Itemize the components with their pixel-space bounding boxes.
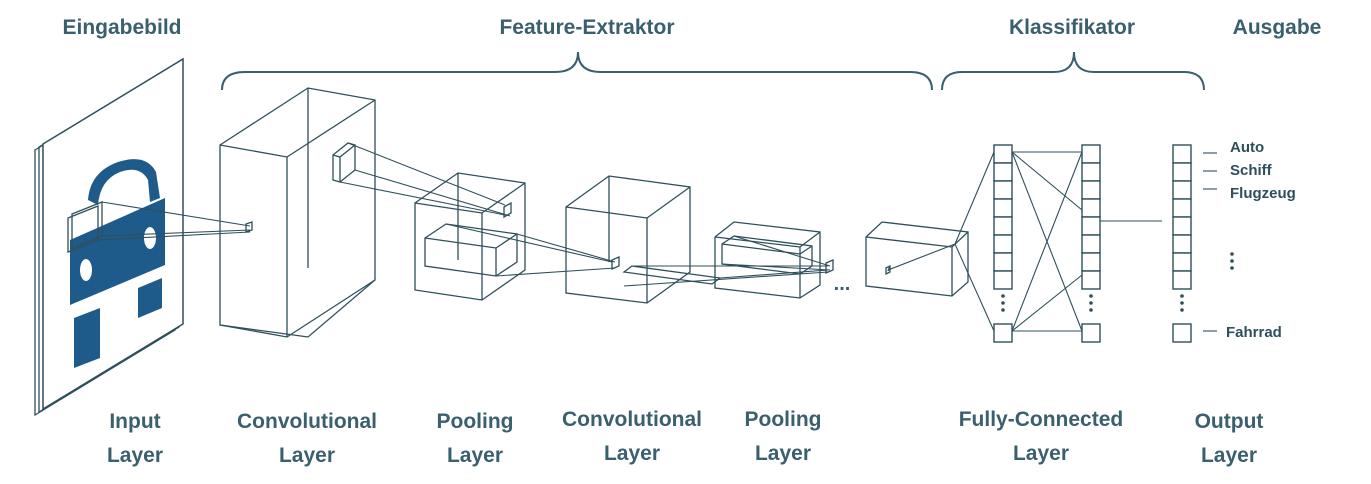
output-neuron [1172,270,1192,290]
pool-layer-1-block [414,172,620,301]
fc1-neuron [993,162,1013,182]
fc-column-2 [1081,144,1101,343]
output-class-labels: Auto Schiff Flugzeug Fahrrad [1203,139,1296,341]
feature-extractor-brace [221,51,933,91]
layer-labels: Input Layer Convolutional Layer Pooling … [107,408,1263,467]
fc1-neuron [993,144,1013,164]
conv-layer-1-block [219,87,376,338]
layer-label-fc-1: Fully-Connected [959,408,1124,431]
output-column [1172,144,1192,343]
class-label-flugzeug: Flugzeug [1230,185,1296,202]
fc2-neuron [1081,216,1101,236]
layer-label-conv2-2: Layer [604,442,660,465]
final-feature-block [865,221,969,297]
layer-label-conv1-2: Layer [279,444,335,467]
fc2-neuron [1081,144,1101,164]
layer-label-pool1-1: Pooling [437,410,514,433]
classifier-brace [941,51,1205,91]
fc1-neuron [993,216,1013,236]
layer-ellipsis: ... [834,273,851,295]
layer-label-conv2-1: Convolutional [562,408,702,431]
fc2-neuron [1081,162,1101,182]
pool-layer-2-block [714,221,834,299]
fc-connections [954,151,1162,332]
fc2-neuron [1081,270,1101,290]
layer-label-pool2-1: Pooling [745,408,822,431]
layer-label-fc-2: Layer [1013,442,1069,465]
class-label-fahrrad: Fahrrad [1226,324,1282,341]
output-neuron [1172,198,1192,218]
layer-label-input-1: Input [109,410,160,433]
fc1-neuron [993,252,1013,272]
output-neuron [1172,144,1192,164]
output-neuron [1172,216,1192,236]
output-neuron [1172,162,1192,182]
layer-label-conv1-1: Convolutional [237,410,377,433]
layer-label-input-2: Layer [107,444,163,467]
fc1-neuron [993,198,1013,218]
input-receptive-field [67,201,253,253]
output-neuron [1172,180,1192,200]
layer-label-output-1: Output [1195,410,1264,433]
fc1-neuron [993,270,1013,290]
class-label-schiff: Schiff [1230,162,1273,179]
header-classifier: Klassifikator [1009,16,1135,39]
fc1-neuron [993,180,1013,200]
output-neuron [1172,252,1192,272]
fc2-neuron [1081,180,1101,200]
car-icon [70,159,165,368]
output-neuron-last [1172,323,1192,343]
header-feature-extractor: Feature-Extraktor [499,16,674,39]
fc-column-1 [993,144,1013,343]
fc2-neuron [1081,252,1101,272]
output-neuron [1172,234,1192,254]
fc2-neuron-last [1081,323,1101,343]
header-input: Eingabebild [62,16,181,39]
fc-vertical-dots [1001,252,1234,312]
class-label-auto: Auto [1230,139,1264,156]
header-output: Ausgabe [1233,16,1322,39]
fc2-neuron [1081,198,1101,218]
conv-layer-2-block [565,175,829,304]
conv1-filter [332,142,512,219]
layer-label-pool1-2: Layer [447,444,503,467]
fc2-neuron [1081,234,1101,254]
fc1-neuron [993,234,1013,254]
layer-label-output-2: Layer [1201,444,1257,467]
layer-label-pool2-2: Layer [755,442,811,465]
fc1-neuron-last [993,323,1013,343]
